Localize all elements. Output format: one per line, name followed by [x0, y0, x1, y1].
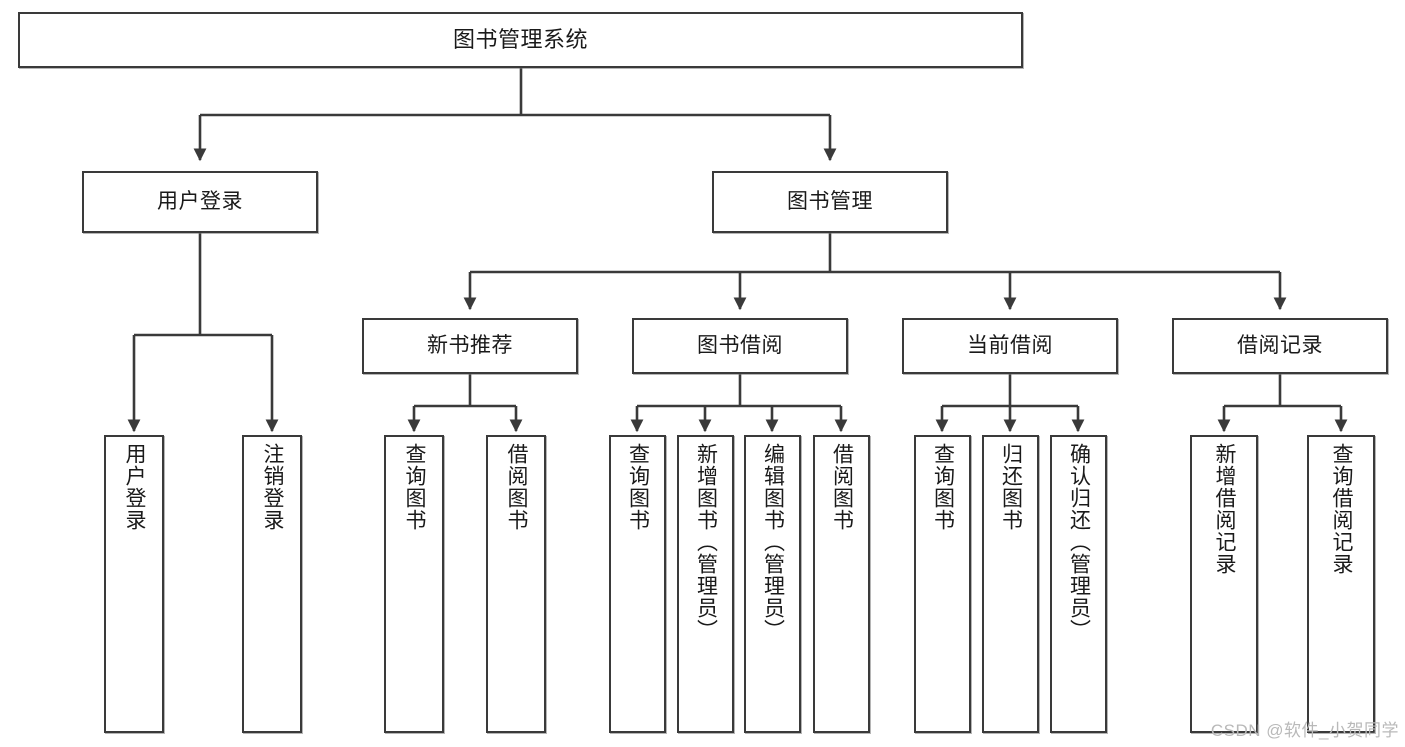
node-label: 确认归还（管理员）: [1067, 443, 1091, 641]
node-label: 查询图书: [626, 443, 650, 531]
node-leaf-cb-query-book[interactable]: 查询图书: [914, 435, 971, 733]
node-label: 图书管理: [787, 190, 873, 214]
node-label: 用户登录: [123, 443, 147, 531]
node-leaf-rec-borrow-book[interactable]: 借阅图书: [486, 435, 546, 733]
node-leaf-login-user[interactable]: 用户登录: [104, 435, 164, 733]
node-label: 编辑图书（管理员）: [761, 443, 785, 641]
node-label: 当前借阅: [967, 334, 1053, 358]
node-label: 借阅图书: [505, 443, 529, 531]
node-label: 借阅图书: [830, 443, 854, 531]
node-leaf-rec-query-book[interactable]: 查询图书: [384, 435, 444, 733]
node-current-borrowing[interactable]: 当前借阅: [902, 318, 1118, 374]
node-leaf-logout-user[interactable]: 注销登录: [242, 435, 302, 733]
node-leaf-br-query-record[interactable]: 查询借阅记录: [1307, 435, 1375, 733]
node-borrowing-record[interactable]: 借阅记录: [1172, 318, 1388, 374]
node-user-login[interactable]: 用户登录: [82, 171, 318, 233]
node-label: 新书推荐: [427, 334, 513, 358]
node-book-management[interactable]: 图书管理: [712, 171, 948, 233]
node-root-system[interactable]: 图书管理系统: [18, 12, 1023, 68]
node-leaf-cb-return-book[interactable]: 归还图书: [982, 435, 1039, 733]
node-label: 注销登录: [261, 443, 285, 531]
node-label: 用户登录: [157, 190, 243, 214]
node-new-book-recommendation[interactable]: 新书推荐: [362, 318, 578, 374]
node-label: 查询图书: [403, 443, 427, 531]
node-leaf-bb-add-book[interactable]: 新增图书（管理员）: [677, 435, 734, 733]
node-label: 查询图书: [931, 443, 955, 531]
watermark-text: CSDN @软件_小贺同学: [1210, 721, 1399, 740]
node-label: 查询借阅记录: [1330, 443, 1354, 575]
node-label: 新增图书（管理员）: [694, 443, 718, 641]
node-label: 图书借阅: [697, 334, 783, 358]
node-label: 新增借阅记录: [1213, 443, 1237, 575]
node-book-borrowing[interactable]: 图书借阅: [632, 318, 848, 374]
node-leaf-bb-borrow-book[interactable]: 借阅图书: [813, 435, 870, 733]
node-label: 借阅记录: [1237, 334, 1323, 358]
node-label: 图书管理系统: [452, 26, 588, 52]
node-leaf-br-add-record[interactable]: 新增借阅记录: [1190, 435, 1258, 733]
node-leaf-bb-edit-book[interactable]: 编辑图书（管理员）: [744, 435, 801, 733]
node-leaf-cb-confirm-return[interactable]: 确认归还（管理员）: [1050, 435, 1107, 733]
node-label: 归还图书: [999, 443, 1023, 531]
node-leaf-bb-query-book[interactable]: 查询图书: [609, 435, 666, 733]
